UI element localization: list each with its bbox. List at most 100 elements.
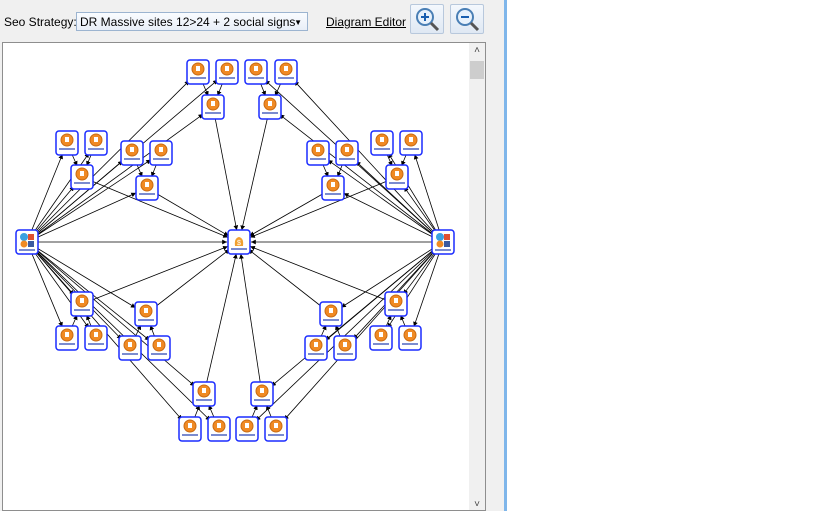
blog-node[interactable]: [274, 59, 298, 85]
diagram-edge: [248, 249, 332, 315]
web-blog-icon: [278, 62, 294, 79]
web-blog-icon: [374, 133, 390, 150]
diagram-edge: [203, 253, 238, 395]
diagram-edge: [250, 245, 397, 305]
blog-node[interactable]: [250, 381, 274, 407]
web-blog-icon: [211, 419, 227, 436]
diagram-edge: [26, 241, 196, 387]
diagram-edge: [26, 113, 204, 243]
blog-node[interactable]: [70, 164, 94, 190]
diagram-canvas[interactable]: $ ˄ ˅: [2, 42, 486, 511]
blog-node[interactable]: [235, 416, 259, 442]
diagram-edge: [146, 187, 229, 237]
blog-node[interactable]: [147, 335, 171, 361]
blog-node[interactable]: [258, 94, 282, 120]
web-blog-icon: [308, 338, 324, 355]
diagram-edge: [239, 253, 263, 395]
blog-node[interactable]: [384, 291, 408, 317]
chevron-down-icon: ▼: [294, 18, 302, 27]
blog-node[interactable]: [370, 130, 394, 156]
diagram-edge: [283, 241, 444, 421]
blog-node[interactable]: [215, 59, 239, 85]
vertical-scrollbar[interactable]: ˄ ˅: [469, 43, 485, 510]
blog-node[interactable]: [385, 164, 409, 190]
zoom-out-icon: [456, 8, 480, 32]
web-blog-icon: [59, 133, 75, 150]
blog-node[interactable]: [178, 416, 202, 442]
diagram-edge: [26, 160, 124, 243]
web-blog-icon: [262, 97, 278, 114]
blog-node[interactable]: [319, 301, 343, 327]
blog-node[interactable]: [369, 325, 393, 351]
diagram-edge: [270, 241, 444, 387]
blog-node[interactable]: [118, 335, 142, 361]
web-blog-icon: [88, 328, 104, 345]
web-blog-icon: [88, 133, 104, 150]
web-blog-icon: [153, 143, 169, 160]
diagram-edge: [26, 241, 122, 340]
blog-node[interactable]: [399, 130, 423, 156]
web-blog-icon: [139, 178, 155, 195]
web-blog-icon: [323, 304, 339, 321]
blog-node[interactable]: [207, 416, 231, 442]
web-blog-icon: [182, 419, 198, 436]
zoom-in-icon: [416, 8, 440, 32]
blog-node[interactable]: [244, 59, 268, 85]
zoom-in-button[interactable]: [410, 4, 444, 34]
web-blog-icon: [339, 143, 355, 160]
web-blog-icon: [373, 328, 389, 345]
web-blog-icon: [388, 294, 404, 311]
blog-node[interactable]: [321, 175, 345, 201]
blog-node[interactable]: [201, 94, 225, 120]
zoom-out-button[interactable]: [450, 4, 484, 34]
scroll-up-icon[interactable]: ˄: [474, 45, 480, 56]
diagram-edge: [413, 154, 444, 243]
diagram-edge: [293, 80, 444, 243]
money-bag-icon: $: [231, 237, 247, 250]
diagram-edge: [343, 192, 444, 243]
scroll-down-icon[interactable]: ˅: [474, 499, 480, 510]
blog-node[interactable]: [335, 140, 359, 166]
diagram-edge: [255, 241, 444, 422]
blog-node[interactable]: [84, 325, 108, 351]
blog-node[interactable]: [306, 140, 330, 166]
social-node[interactable]: [15, 229, 39, 255]
blog-node[interactable]: [149, 140, 173, 166]
web-blog-icon: [122, 338, 138, 355]
blog-node[interactable]: [264, 416, 288, 442]
blog-node[interactable]: [398, 325, 422, 351]
blog-node[interactable]: [333, 335, 357, 361]
svg-text:$: $: [237, 240, 241, 247]
diagram-edge: [240, 106, 271, 231]
diagram-edge: [26, 153, 63, 243]
web-blog-icon: [403, 133, 419, 150]
blog-node[interactable]: [84, 130, 108, 156]
money-node[interactable]: $: [227, 229, 251, 255]
web-blog-icon: [268, 419, 284, 436]
diagram-editor-link[interactable]: Diagram Editor: [326, 15, 407, 29]
social-node[interactable]: [431, 229, 455, 255]
blog-node[interactable]: [120, 140, 144, 166]
blog-node[interactable]: [55, 325, 79, 351]
diagram-edge: [279, 114, 444, 243]
diagram-edge: [355, 160, 444, 243]
blog-node[interactable]: [186, 59, 210, 85]
web-blog-icon: [389, 167, 405, 184]
scroll-thumb[interactable]: [470, 61, 484, 79]
web-blog-icon: [205, 97, 221, 114]
seo-strategy-select[interactable]: DR Massive sites 12>24 + 2 social signs▼: [76, 12, 308, 31]
diagram-edge: [26, 159, 152, 243]
blog-node[interactable]: [134, 301, 158, 327]
blog-node[interactable]: [55, 130, 79, 156]
diagram-edge: [413, 241, 444, 327]
blog-node[interactable]: [70, 291, 94, 317]
web-blog-icon: [138, 304, 154, 321]
diagram-edge: [327, 159, 444, 243]
web-blog-icon: [190, 62, 206, 79]
blog-node[interactable]: [135, 175, 159, 201]
diagram-edge: [81, 245, 228, 305]
blog-node[interactable]: [304, 335, 328, 361]
blog-node[interactable]: [192, 381, 216, 407]
seo-strategy-value: DR Massive sites 12>24 + 2 social signs: [80, 15, 296, 29]
web-blog-icon: [402, 328, 418, 345]
